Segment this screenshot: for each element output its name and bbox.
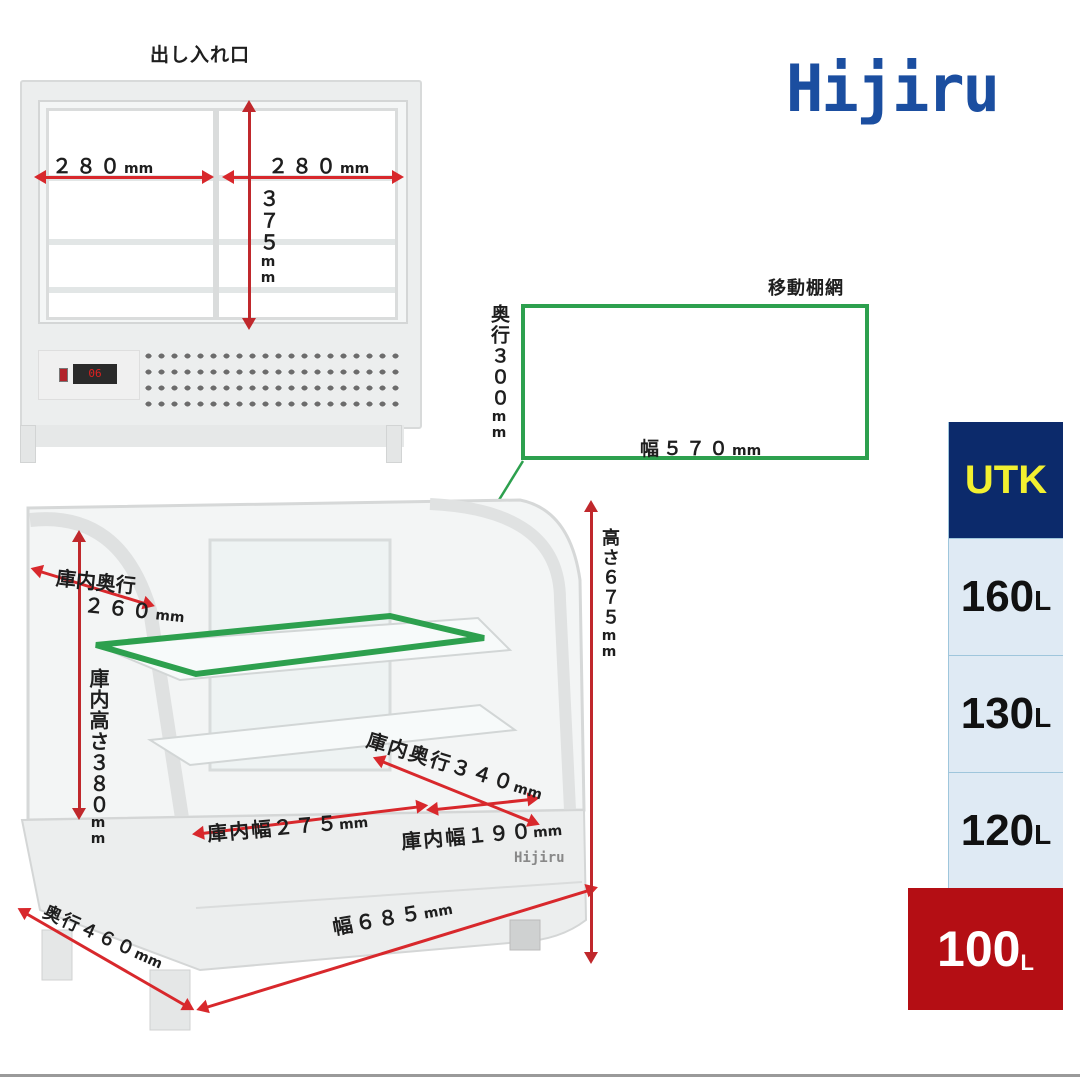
shelf-title: 移動棚網	[768, 278, 844, 299]
shelf-width-label: 幅５７０mm	[640, 438, 762, 460]
door-height-label: ３７５mm	[256, 188, 280, 286]
left-door-width-label: ２８０mm	[52, 154, 154, 178]
dimension-arrow-left-door-width	[34, 170, 214, 184]
outer-height-label: 高さ６７５mm	[599, 528, 620, 660]
power-switch-icon	[59, 368, 68, 382]
unit-base	[34, 425, 404, 447]
temperature-display: 06	[73, 364, 117, 384]
control-panel: 06	[38, 350, 140, 400]
display-case-illustration	[20, 498, 588, 1031]
dimension-arrow-door-height	[242, 100, 256, 330]
right-sliding-door	[216, 108, 398, 320]
ventilation-grille	[142, 348, 400, 414]
case-brand-badge: Hijiru	[514, 850, 565, 866]
right-door-width-label: ２８０mm	[268, 154, 370, 178]
left-sliding-door	[46, 108, 216, 320]
shelf-depth-label: 奥行３００mm	[488, 304, 510, 441]
leg-right	[386, 425, 402, 463]
bottom-divider	[0, 1074, 1080, 1077]
front-view-title: 出し入れ口	[150, 44, 251, 66]
shelf-outline	[521, 304, 869, 460]
front-view-unit: 06	[20, 80, 422, 465]
model-series-header: UTK	[948, 422, 1063, 539]
brand-logo: Hijiru	[786, 50, 1000, 127]
glass-frame	[38, 100, 408, 324]
dimension-arrow-outer-height	[584, 500, 598, 964]
inner-height-label: 庫内高さ３８０mm	[86, 668, 110, 847]
dimension-arrow-right-door-width	[222, 170, 404, 184]
leg-left	[20, 425, 36, 463]
dimension-arrow-inner-height	[72, 530, 86, 820]
